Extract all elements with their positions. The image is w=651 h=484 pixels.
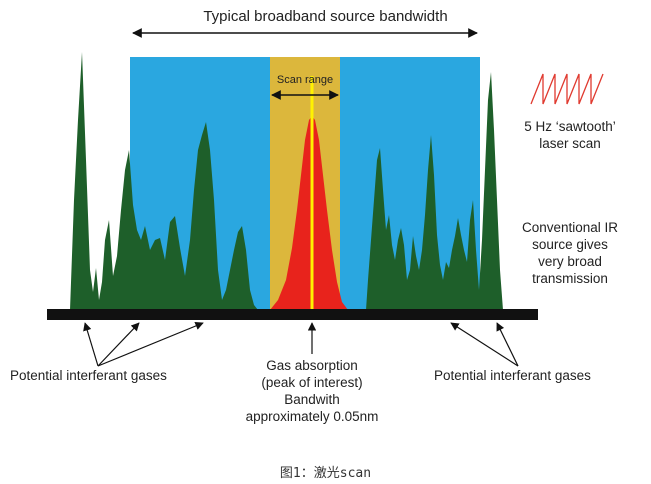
right-gases-label: Potential interferant gases: [434, 368, 591, 383]
baseline-bar: [47, 309, 538, 320]
center-line-3: Bandwith: [284, 392, 340, 407]
left-gas-arrow-2: [97, 322, 140, 367]
center-line-1: Gas absorption: [266, 358, 358, 373]
right-gas-arrow-1: [450, 322, 519, 367]
left-gas-arrow-1: [83, 322, 99, 367]
ir-note-line-3: very broad: [538, 254, 602, 269]
scan-range-label: Scan range: [276, 74, 334, 86]
right-gas-arrow-2: [496, 322, 519, 367]
sawtooth-line-2: laser scan: [539, 136, 601, 151]
sawtooth-label: 5 Hz ‘sawtooth’ laser scan: [500, 118, 640, 152]
ir-note-line-2: source gives: [532, 237, 608, 252]
center-line-4: approximately 0.05nm: [245, 409, 379, 424]
bandwidth-title: Typical broadband source bandwidth: [203, 8, 448, 25]
right-peaks: [366, 72, 503, 310]
center-label: Gas absorption (peak of interest) Bandwi…: [222, 357, 402, 425]
figure-caption: 图1：激光scan: [279, 466, 372, 481]
left-gases-label: Potential interferant gases: [10, 368, 167, 383]
center-line-2: (peak of interest): [261, 375, 363, 390]
ir-note-line-4: transmission: [532, 271, 608, 286]
left-peaks: [70, 52, 258, 310]
ir-source-note: Conventional IR source gives very broad …: [500, 219, 640, 287]
sawtooth-icon: [530, 73, 604, 105]
gas-absorption-peak: [270, 116, 348, 310]
ir-note-line-1: Conventional IR: [521, 220, 619, 235]
left-gas-arrow-3: [97, 321, 204, 367]
sawtooth-line-1: 5 Hz ‘sawtooth’: [524, 119, 616, 134]
